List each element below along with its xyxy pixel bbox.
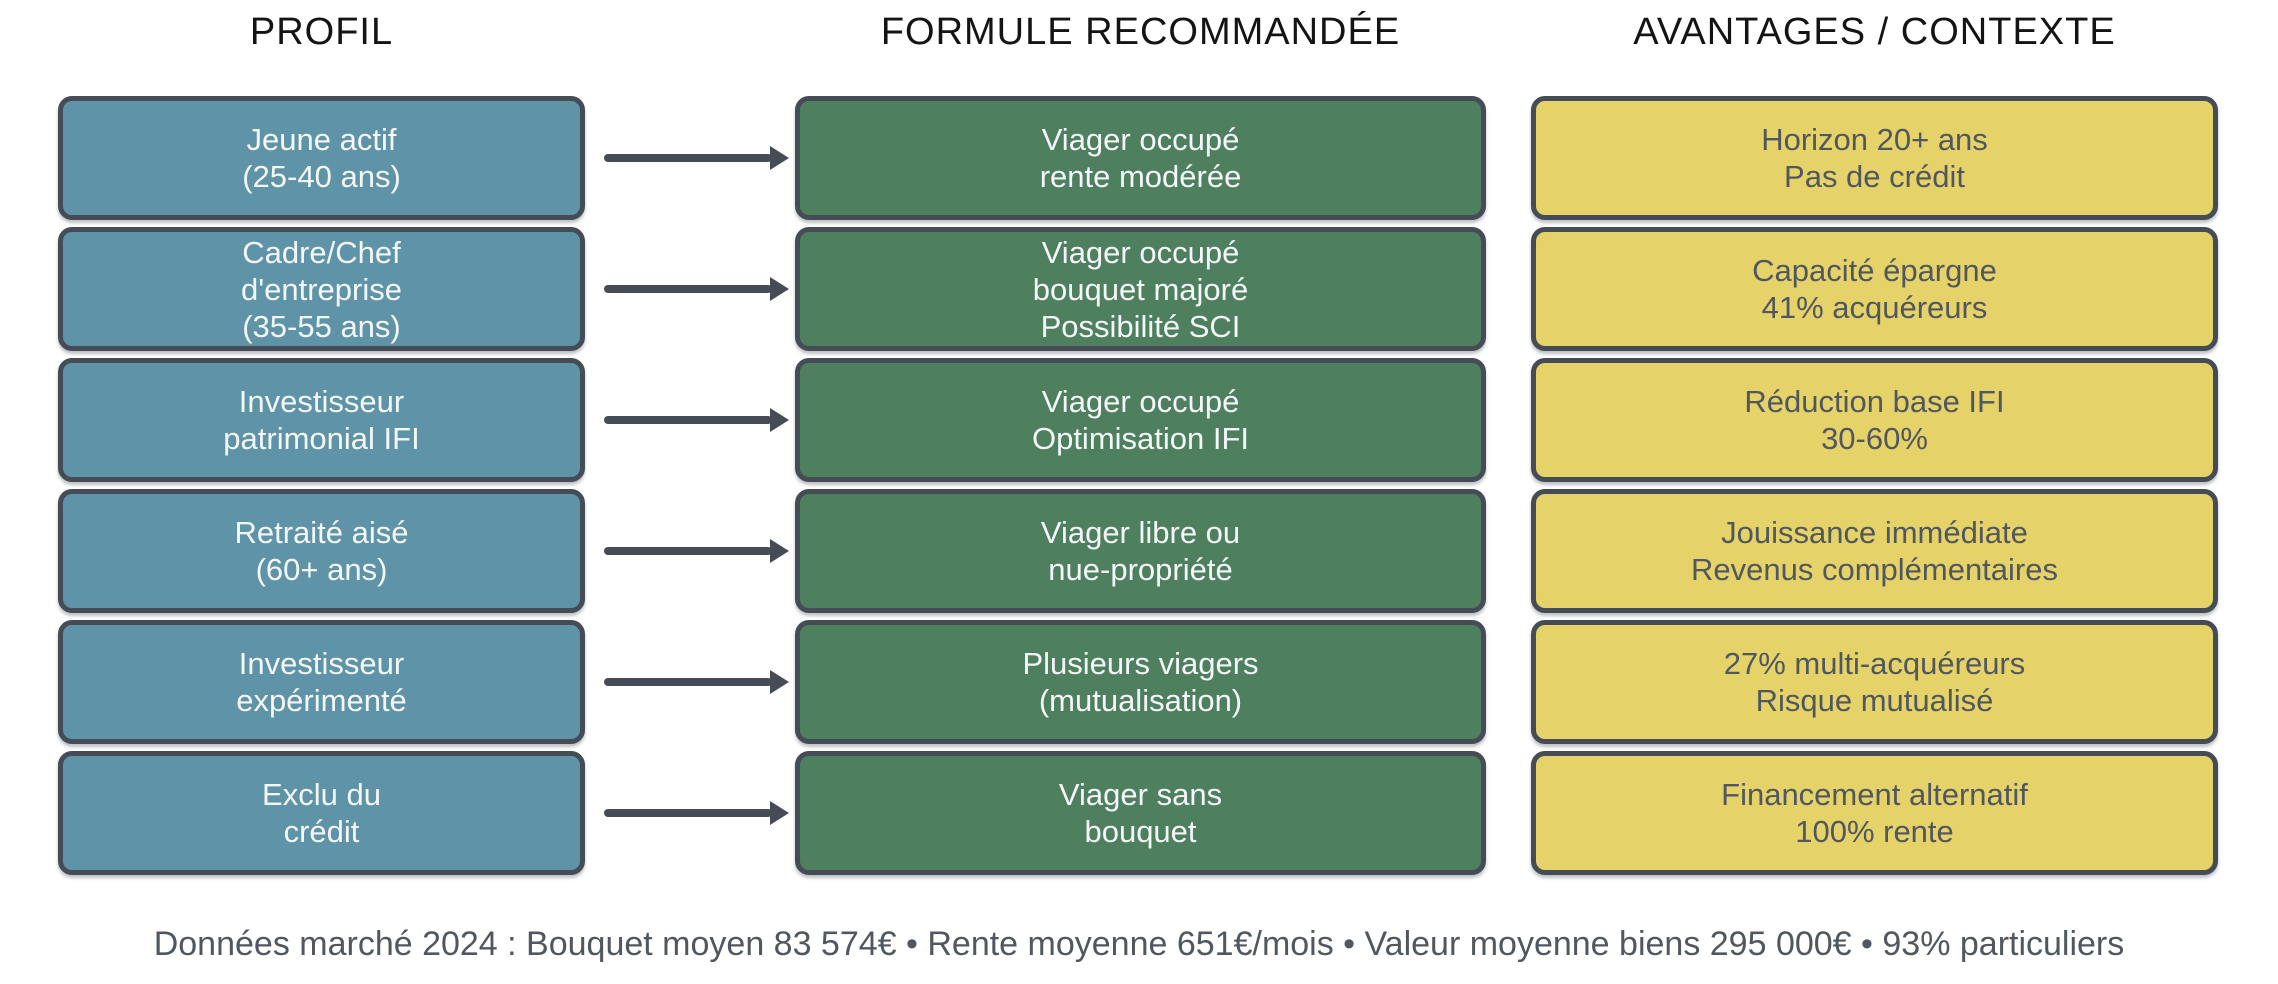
formule-box: Viager sans bouquet	[795, 751, 1486, 875]
market-data-footnote: Données marché 2024 : Bouquet moyen 83 5…	[153, 925, 2125, 963]
avantage-box: 27% multi-acquéreurs Risque mutualisé	[1531, 620, 2218, 744]
formule-box: Viager occupé Optimisation IFI	[795, 358, 1486, 482]
arrow-profil-to-formule-icon	[604, 154, 772, 162]
avantage-box: Horizon 20+ ans Pas de crédit	[1531, 96, 2218, 220]
arrow-profil-to-formule-icon	[604, 416, 772, 424]
arrow-profil-to-formule-icon	[604, 678, 772, 686]
column-header-formule: FORMULE RECOMMANDÉE	[880, 10, 1401, 53]
profil-box: Investisseur expérimenté	[58, 620, 585, 744]
profil-box: Exclu du crédit	[58, 751, 585, 875]
profil-box: Jeune actif (25-40 ans)	[58, 96, 585, 220]
profil-box: Investisseur patrimonial IFI	[58, 358, 585, 482]
avantage-box: Capacité épargne 41% acquéreurs	[1531, 227, 2218, 351]
column-header-profil: PROFIL	[249, 10, 394, 53]
avantage-box: Jouissance immédiate Revenus complémenta…	[1531, 489, 2218, 613]
profil-box: Cadre/Chef d'entreprise (35-55 ans)	[58, 227, 585, 351]
formule-box: Plusieurs viagers (mutualisation)	[795, 620, 1486, 744]
arrow-profil-to-formule-icon	[604, 285, 772, 293]
avantage-box: Financement alternatif 100% rente	[1531, 751, 2218, 875]
formule-box: Viager occupé bouquet majoré Possibilité…	[795, 227, 1486, 351]
column-header-avantages: AVANTAGES / CONTEXTE	[1633, 10, 2116, 53]
arrow-profil-to-formule-icon	[604, 809, 772, 817]
profil-box: Retraité aisé (60+ ans)	[58, 489, 585, 613]
arrow-profil-to-formule-icon	[604, 547, 772, 555]
formule-box: Viager occupé rente modérée	[795, 96, 1486, 220]
avantage-box: Réduction base IFI 30-60%	[1531, 358, 2218, 482]
formule-box: Viager libre ou nue-propriété	[795, 489, 1486, 613]
